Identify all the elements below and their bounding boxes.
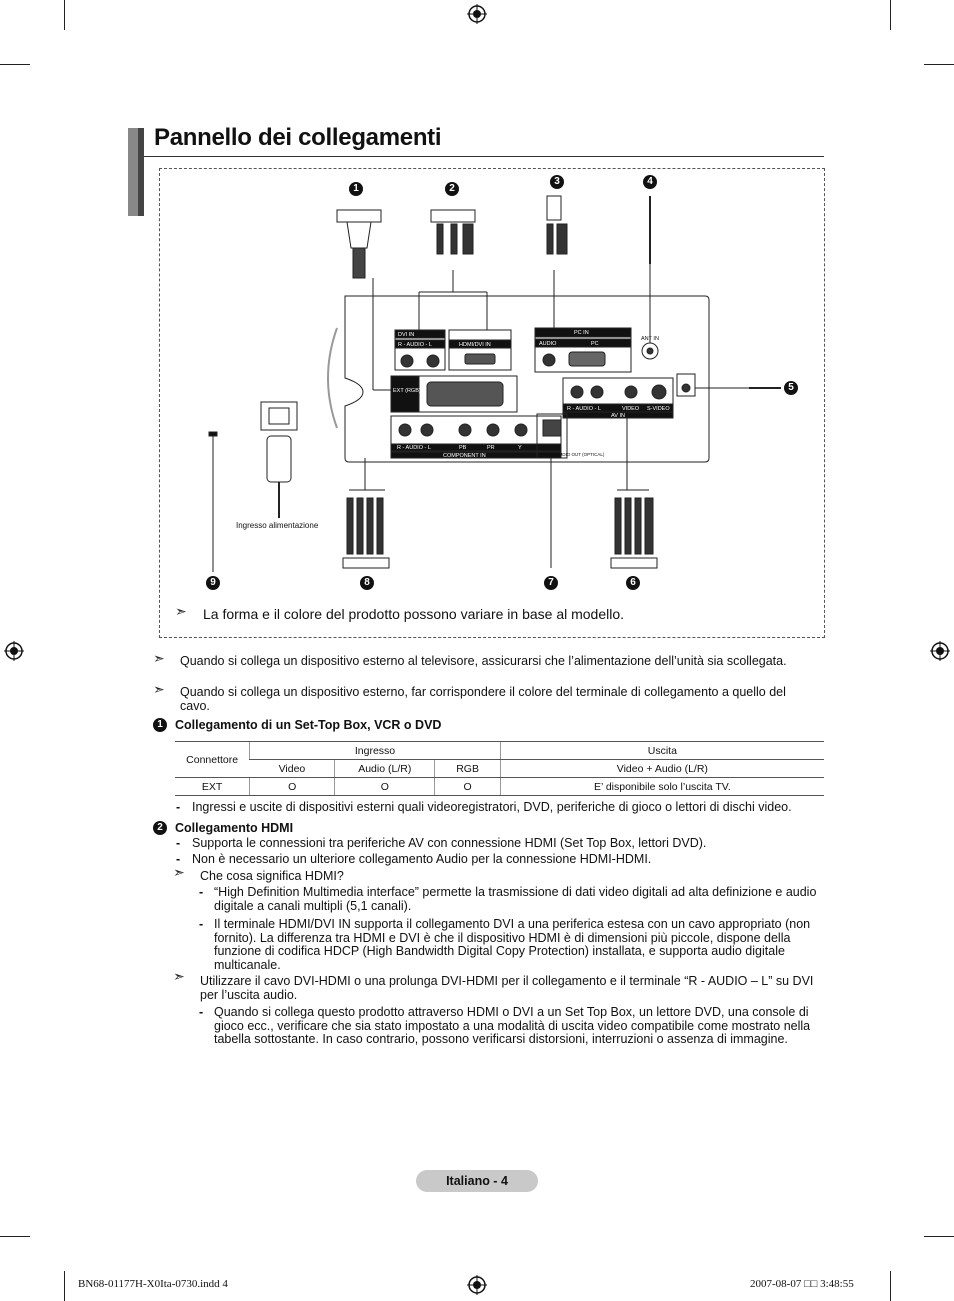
crop-mark — [0, 1236, 30, 1237]
table-subheader-rgb: RGB — [434, 759, 501, 778]
table-cell: O — [249, 777, 335, 796]
title-divider — [144, 156, 824, 157]
marker-1: 1 — [349, 182, 363, 196]
section-2-heading: Collegamento HDMI — [175, 821, 294, 835]
pc-in-label: PC IN — [574, 330, 589, 336]
ant-in-label: ANT IN — [641, 336, 659, 342]
table-subheader-audio: Audio (L/R) — [334, 759, 435, 778]
bullet-dash: - — [199, 917, 204, 931]
note-arrow-icon: ➣ — [153, 650, 165, 666]
crop-mark — [0, 64, 30, 65]
registration-mark-icon — [930, 641, 950, 661]
registration-mark-icon — [467, 1275, 487, 1295]
marker-5: 5 — [784, 381, 798, 395]
tv-back-panel — [344, 295, 710, 463]
comp-pb-label: PB — [459, 445, 467, 451]
ext-label: EXT (RGB) — [393, 388, 421, 394]
hdmi-question: Che cosa significa HDMI? — [200, 869, 344, 883]
table-subheader-video-audio: Video + Audio (L/R) — [499, 759, 824, 778]
note-2: Quando si collega un dispositivo esterno… — [180, 685, 786, 713]
note-arrow-icon: ➣ — [173, 968, 185, 984]
dvi-hdmi-note: Utilizzare il cavo DVI-HDMI o una prolun… — [200, 974, 814, 1002]
marker-2: 2 — [445, 182, 459, 196]
component-in-label: COMPONENT IN — [443, 453, 486, 459]
table-header-uscita: Uscita — [499, 741, 824, 760]
dvi-in-label: DVI IN — [398, 332, 414, 338]
print-date-info: 2007-08-07 □□ 3:48:55 — [750, 1278, 854, 1290]
print-file-info: BN68-01177H-X0Ita-0730.indd 4 — [78, 1278, 228, 1290]
crop-mark — [924, 64, 954, 65]
page-title: Pannello dei collegamenti — [154, 124, 442, 151]
table-header-ingresso: Ingresso — [249, 741, 501, 760]
section-1-bullet: Ingressi e uscite di dispositivi esterni… — [192, 800, 792, 814]
dvi-audio-label: R - AUDIO - L — [398, 342, 432, 348]
connection-panel-illustration: DVI IN R - AUDIO - L HDMI/DVI IN PC IN A… — [208, 195, 781, 572]
section-2-bullet-2: Non è necessario un ulteriore collegamen… — [192, 852, 652, 866]
marker-7: 7 — [544, 576, 558, 590]
comp-audio-label: R - AUDIO - L — [397, 445, 431, 451]
table-subheader-video: Video — [249, 759, 335, 778]
optical-label: DIGITAL AUDIO OUT (OPTICAL) — [538, 452, 605, 457]
bullet-dash: - — [176, 836, 181, 850]
note-arrow-icon: ➣ — [153, 681, 165, 697]
crop-mark — [890, 0, 891, 30]
registration-mark-icon — [467, 4, 487, 24]
table-cell: EXT — [175, 777, 250, 796]
connection-diagram — [159, 168, 825, 638]
pc-label: PC — [591, 341, 599, 347]
crop-mark — [64, 0, 65, 30]
table-cell: O — [334, 777, 435, 796]
registration-mark-icon — [4, 641, 24, 661]
comp-pr-label: PR — [487, 445, 495, 451]
av-video-label: VIDEO — [622, 406, 640, 412]
pc-audio-label: AUDIO — [539, 341, 557, 347]
marker-6: 6 — [626, 576, 640, 590]
av-svideo-label: S-VIDEO — [647, 406, 670, 412]
crop-mark — [64, 1271, 65, 1301]
marker-4: 4 — [643, 175, 657, 189]
table-header-connettore: Connettore — [175, 741, 250, 778]
hdmi-answer-2: Il terminale HDMI/DVI IN supporta il col… — [214, 917, 811, 972]
marker-3: 3 — [550, 175, 564, 189]
note-arrow-icon: ➣ — [173, 864, 185, 880]
bullet-dash: - — [199, 1005, 204, 1019]
note-1: Quando si collega un dispositivo esterno… — [180, 654, 787, 668]
page-number-badge: Italiano - 4 — [416, 1170, 538, 1192]
hdmi-answer-1: “High Definition Multimedia interface” p… — [214, 885, 817, 913]
power-input-label: Ingresso alimentazione — [236, 521, 319, 530]
section-1-number: 1 — [153, 718, 167, 732]
bullet-dash: - — [176, 852, 181, 866]
marker-8: 8 — [360, 576, 374, 590]
crop-mark — [890, 1271, 891, 1301]
crop-mark — [924, 1236, 954, 1237]
table-cell: E’ disponibile solo l’uscita TV. — [499, 777, 824, 796]
hdmi-label: HDMI/DVI IN — [459, 342, 491, 348]
marker-9: 9 — [206, 576, 220, 590]
comp-y-label: Y — [518, 445, 522, 451]
diagram-note: La forma e il colore del prodotto posson… — [203, 606, 625, 622]
section-2-bullet-1: Supporta le connessioni tra periferiche … — [192, 836, 707, 850]
connection-table: Connettore Ingresso Uscita Video Audio (… — [175, 741, 824, 796]
section-2-number: 2 — [153, 821, 167, 835]
dvi-hdmi-note-bullet: Quando si collega questo prodotto attrav… — [214, 1005, 811, 1046]
table-row: EXT O O O E’ disponibile solo l’uscita T… — [175, 777, 824, 796]
title-accent-bar — [138, 128, 144, 216]
section-1-heading: Collegamento di un Set-Top Box, VCR o DV… — [175, 718, 442, 732]
bullet-dash: - — [176, 800, 181, 814]
bullet-dash: - — [199, 885, 204, 899]
note-arrow-icon: ➣ — [175, 603, 187, 619]
av-audio-label: R - AUDIO - L — [567, 406, 601, 412]
av-in-label: AV IN — [611, 413, 625, 419]
table-cell: O — [434, 777, 501, 796]
